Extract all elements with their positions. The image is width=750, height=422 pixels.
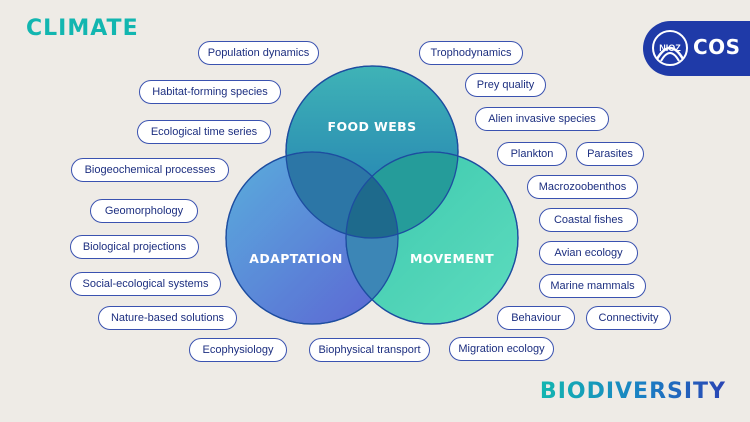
nioz-cos-logo: NIOZ COS: [643, 21, 750, 76]
term-marine-mammals: Marine mammals: [539, 274, 646, 298]
label-adaptation: ADAPTATION: [249, 251, 342, 266]
term-alien-invasive-species: Alien invasive species: [475, 107, 609, 131]
logo-text: COS: [693, 35, 741, 59]
term-coastal-fishes: Coastal fishes: [539, 208, 638, 232]
term-parasites: Parasites: [576, 142, 644, 166]
term-prey-quality: Prey quality: [465, 73, 546, 97]
overlap-food-adapt: [286, 152, 398, 238]
term-biological-projections: Biological projections: [70, 235, 199, 259]
label-food-webs: FOOD WEBS: [328, 119, 417, 134]
term-avian-ecology: Avian ecology: [539, 241, 638, 265]
logo-mark-text: NIOZ: [659, 43, 681, 53]
term-ecophysiology: Ecophysiology: [189, 338, 287, 362]
term-biophysical-transport: Biophysical transport: [309, 338, 430, 362]
term-social-ecological-systems: Social-ecological systems: [70, 272, 221, 296]
nioz-wave-icon: NIOZ: [651, 29, 689, 67]
overlap-food-move: [346, 152, 458, 238]
term-connectivity: Connectivity: [586, 306, 671, 330]
term-behaviour: Behaviour: [497, 306, 575, 330]
term-nature-based-solutions: Nature-based solutions: [98, 306, 237, 330]
term-migration-ecology: Migration ecology: [449, 337, 554, 361]
biodiversity-title: BIODIVERSITY: [539, 379, 726, 404]
term-biogeochemical-processes: Biogeochemical processes: [71, 158, 229, 182]
term-habitat-forming-species: Habitat-forming species: [139, 80, 281, 104]
term-plankton: Plankton: [497, 142, 567, 166]
term-population-dynamics: Population dynamics: [198, 41, 319, 65]
term-geomorphology: Geomorphology: [90, 199, 198, 223]
label-movement: MOVEMENT: [410, 251, 494, 266]
term-macrozoobenthos: Macrozoobenthos: [527, 175, 638, 199]
term-ecological-time-series: Ecological time series: [137, 120, 271, 144]
term-trophodynamics: Trophodynamics: [419, 41, 523, 65]
climate-title: CLIMATE: [26, 16, 139, 41]
